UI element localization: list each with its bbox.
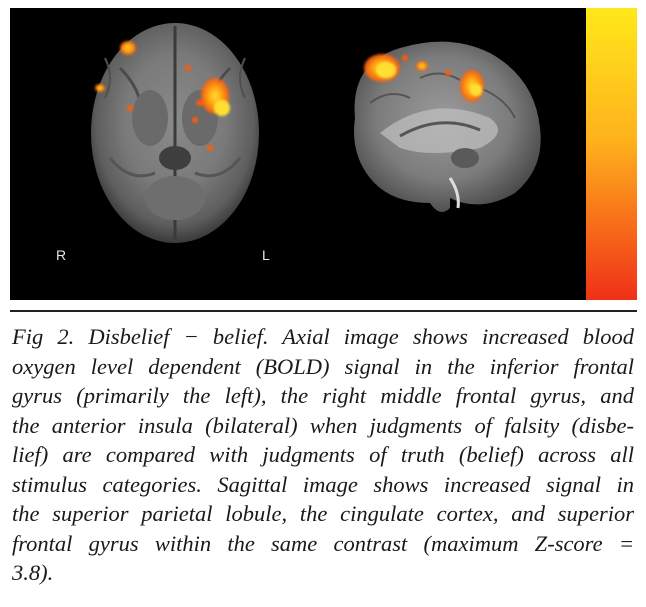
caption-line: lief) are compared with judgments of tru… (12, 442, 634, 467)
axial-brain-scan (91, 23, 259, 243)
caption-line: Fig 2. Disbelief − belief. Axial image s… (12, 324, 634, 349)
fmri-figure-graphic: R L (10, 8, 637, 300)
caption-line: gyrus (primarily the left), the right mi… (12, 383, 634, 408)
caption-line: oxygen level dependent (BOLD) signal in … (12, 353, 634, 379)
figure-caption: Fig 2. Disbelief − belief. Axial image s… (12, 322, 634, 588)
caption-line: the superior parietal lobule, the cingul… (12, 501, 634, 526)
fmri-figure: R L (10, 8, 637, 300)
caption-line: 3.8). (12, 560, 54, 585)
caption-line: frontal gyrus within the same contrast (… (12, 530, 634, 556)
caption-line: the anterior insula (bilateral) when jud… (12, 412, 634, 438)
z-score-colorbar (586, 8, 637, 300)
axial-label-right: R (56, 247, 66, 263)
caption-line: stimulus categories. Sagittal image show… (12, 471, 634, 497)
axial-label-left: L (262, 247, 270, 263)
caption-divider (10, 310, 637, 312)
sagittal-brain-scan (354, 41, 541, 212)
